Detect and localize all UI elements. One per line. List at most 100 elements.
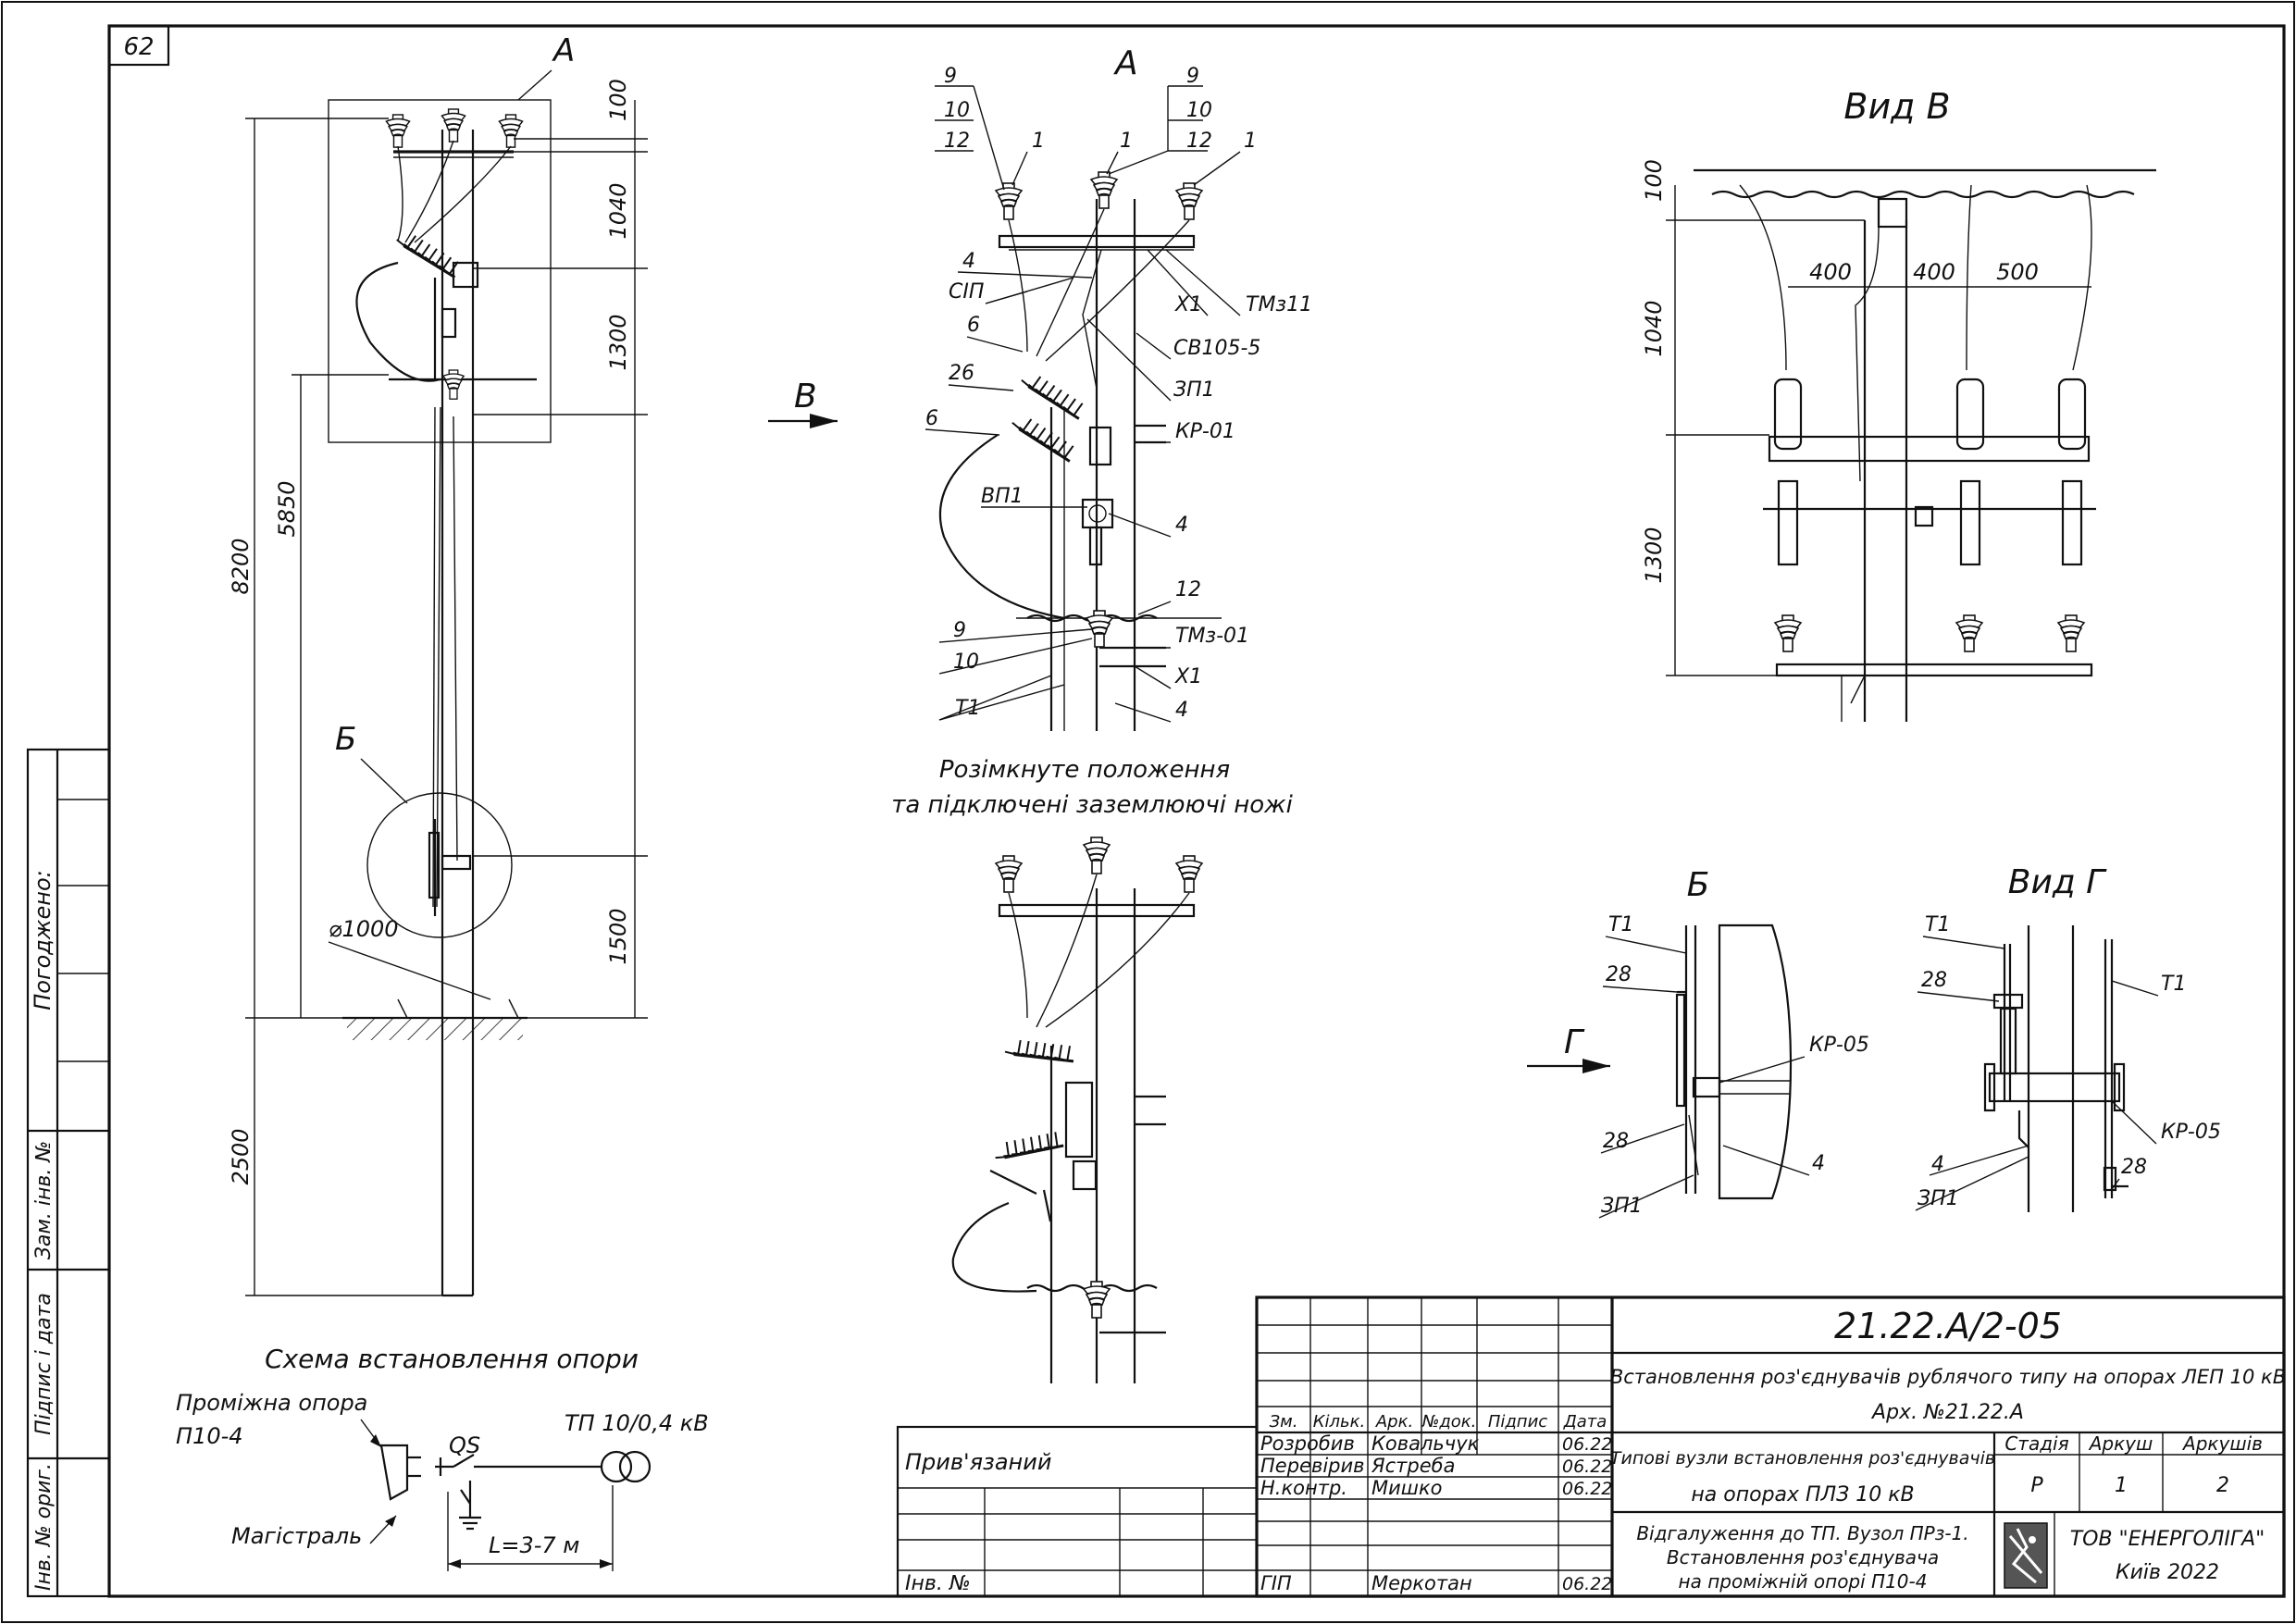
hdr-zm: Зм. [1270, 1412, 1298, 1432]
label-vp1: ВП1 [981, 485, 1024, 508]
row-date-2: 06.22 [1562, 1457, 1612, 1477]
vg-label-t1a: Т1 [1925, 913, 1950, 936]
dim-1500: 1500 [605, 908, 631, 964]
scheme-support-label-1: Проміжна опора [176, 1390, 367, 1416]
project-title: Встановлення роз'єднувачів рублячого тип… [1610, 1366, 2286, 1388]
binding-strip: Погоджено: Зам. інв. № Підпис і дата Інв… [26, 748, 111, 1598]
hdr-sign: Підпис [1488, 1412, 1547, 1432]
label-10b: 10 [1186, 99, 1212, 122]
row-role-1: Розробив [1260, 1432, 1355, 1455]
title-block: Прив'язаний Інв. № Зм. Кільк. Арк. [896, 1295, 2286, 1598]
phase-wires [1739, 184, 2092, 482]
row-role-4: ГІП [1260, 1572, 1292, 1594]
sheet-header: Аркуш [2088, 1432, 2153, 1455]
vg-label-28b: 28 [2121, 1156, 2147, 1179]
label-12b: 12 [1186, 130, 1212, 153]
installation-scheme: Схема встановлення опори Проміжна опора … [176, 1344, 709, 1571]
city-year: Київ 2022 [2116, 1561, 2219, 1584]
main-pole-view: А Б ⌀1000 [228, 32, 648, 1297]
stage-value: Р [2030, 1474, 2043, 1497]
label-26: 26 [949, 362, 974, 385]
vg-label-kr05: КР-05 [2161, 1121, 2221, 1144]
doc-code: 21.22.А/2-05 [1834, 1306, 2062, 1346]
vv-dim-400b: 400 [1913, 259, 1955, 285]
dim-100: 100 [605, 79, 631, 121]
label-12: 12 [944, 130, 970, 153]
orig-inv-label: Інв. № ориг. [32, 1463, 56, 1591]
label-9c: 9 [953, 619, 966, 642]
drawing-name-2: Встановлення роз'єднувача [1667, 1546, 1939, 1568]
switch-label: QS [449, 1432, 480, 1458]
label-tmz01: ТМз-01 [1175, 625, 1249, 648]
company-name: ТОВ "ЕНЕРГОЛІГА" [2070, 1528, 2265, 1551]
row-name-1: Ковальчук [1371, 1432, 1480, 1455]
sheet-title-2: на опорах ПЛЗ 10 кВ [1691, 1483, 1914, 1506]
label-zp1: ЗП1 [1173, 378, 1215, 402]
view-g: Вид Г Т1 Т1 28 КР-05 4 28 ЗП1 [1915, 863, 2221, 1212]
detail-a-right-labels: Х1 ТМз11 СВ105-5 ЗП1 КР-01 4 12 ТМз-01 Х… [1086, 249, 1312, 723]
view-arrow-g-label: Г [1564, 1023, 1585, 1061]
hdr-kilk: Кільк. [1313, 1412, 1366, 1432]
detail-b-view: Б Г Т1 28 КР-05 28 4 ЗП1 [1527, 866, 1869, 1219]
vg-label-t1b: Т1 [2161, 973, 2186, 996]
db-label-kr05: КР-05 [1809, 1034, 1869, 1057]
vv-dim-1300: 1300 [1641, 527, 1667, 583]
sheet-value: 1 [2115, 1474, 2128, 1497]
label-x1b: Х1 [1174, 665, 1202, 688]
row-role-3: Н.контр. [1260, 1477, 1347, 1499]
row-date-3: 06.22 [1562, 1479, 1612, 1499]
open-position-title-2: та підключені заземлюючі ножі [891, 791, 1293, 819]
label-6b: 6 [925, 407, 938, 430]
transformer-label: ТП 10/0,4 кВ [565, 1410, 709, 1436]
detail-b-title: Б [1687, 866, 1710, 904]
vv-dim-100: 100 [1641, 159, 1667, 202]
scheme-support-label-2: П10-4 [176, 1423, 243, 1449]
detail-a-title: А [1113, 44, 1138, 82]
row-date-4: 06.22 [1562, 1574, 1612, 1594]
db-label-4: 4 [1812, 1152, 1825, 1175]
row-name-2: Ястреба [1371, 1455, 1455, 1477]
sheets-value: 2 [2216, 1474, 2229, 1497]
detail-a-view: А В [768, 44, 1312, 731]
db-label-t1: Т1 [1608, 913, 1633, 936]
hdr-date: Дата [1563, 1412, 1607, 1432]
row-name-3: Мишко [1371, 1477, 1443, 1499]
page-number: 62 [123, 33, 154, 61]
sheet-title-1: Типові вузли встановлення роз'єднувачів [1610, 1448, 1995, 1469]
sign-date-label: Підпис і дата [32, 1293, 56, 1435]
label-1b: 1 [1120, 130, 1133, 153]
bound-label: Прив'язаний [905, 1449, 1051, 1475]
vv-dim-400a: 400 [1809, 259, 1852, 285]
label-4: 4 [962, 250, 975, 273]
length-label: L=3-7 м [489, 1532, 579, 1558]
archive-number: Арх. №21.22.А [1870, 1401, 2024, 1424]
replaced-inv-label: Зам. інв. № [32, 1141, 56, 1260]
row-role-2: Перевірив [1260, 1455, 1365, 1477]
inv-label: Інв. № [905, 1572, 971, 1595]
dim-5850: 5850 [274, 480, 300, 537]
view-arrow-v-label: В [794, 378, 817, 415]
dim-1300: 1300 [605, 314, 631, 370]
switch-units [1773, 378, 2087, 566]
scheme-main-line-label: Магістраль [231, 1523, 362, 1549]
open-position-title-1: Розімкнуте положення [939, 756, 1230, 784]
hdr-doc: №док. [1421, 1412, 1477, 1432]
agreed-label: Погоджено: [30, 870, 56, 1010]
view-v-title: Вид В [1843, 86, 1950, 127]
detail-a-left-labels: 9 10 12 1 1 9 10 12 1 4 СІП 6 26 [925, 65, 1257, 721]
dim-8200: 8200 [228, 538, 254, 594]
vv-dim-500: 500 [1996, 259, 2039, 285]
view-g-title: Вид Г [2008, 863, 2107, 901]
label-10: 10 [944, 99, 970, 122]
label-12c: 12 [1175, 578, 1201, 601]
label-sip: СІП [949, 280, 984, 304]
vv-dim-1040: 1040 [1641, 300, 1667, 356]
label-tmz11: ТМз11 [1246, 293, 1312, 316]
scheme-title: Схема встановлення опори [265, 1344, 639, 1374]
view-v: Вид В [1641, 86, 2156, 722]
label-9b: 9 [1186, 65, 1199, 88]
sheets-header: Аркушів [2181, 1432, 2263, 1455]
label-kr01: КР-01 [1175, 420, 1235, 443]
row-date-1: 06.22 [1562, 1434, 1612, 1455]
